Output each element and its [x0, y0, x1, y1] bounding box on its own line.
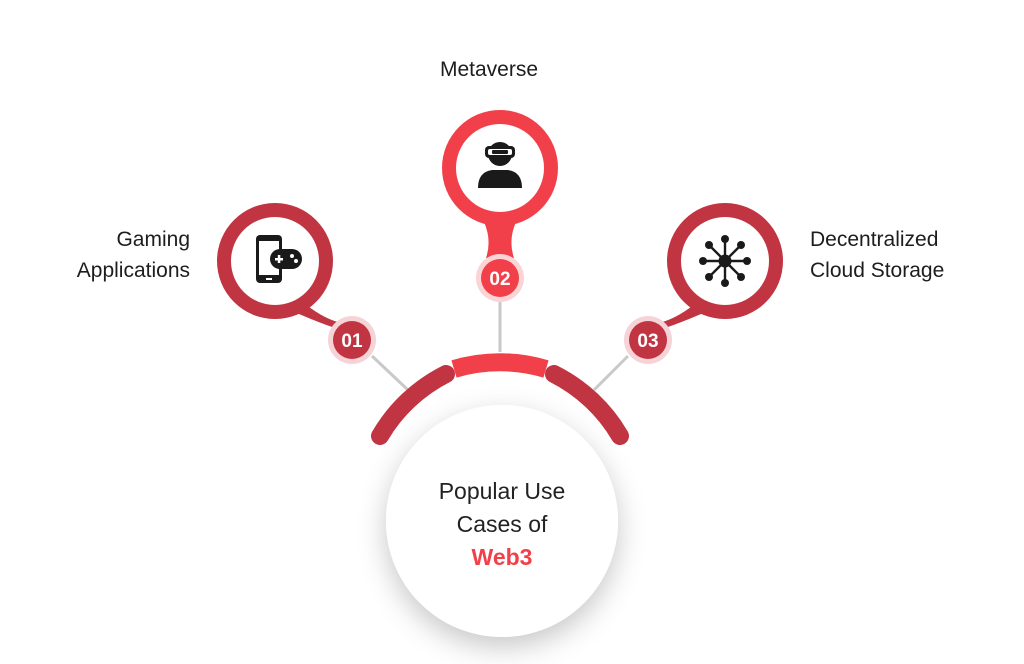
- node-02: 02: [442, 110, 558, 302]
- network-nodes-icon: [699, 235, 751, 287]
- label-line: Decentralized: [810, 228, 939, 251]
- node-02-inner: [456, 124, 544, 212]
- center-line-accent: Web3: [471, 543, 533, 570]
- badge-02-number: 02: [489, 269, 510, 290]
- node-02-tail: [484, 222, 516, 258]
- arc-segment-center: [451, 353, 549, 378]
- label-gaming-applications: Gaming Applications: [77, 224, 190, 286]
- badge-01: [333, 321, 371, 359]
- arc-segment-left: [371, 365, 455, 445]
- badge-01-number: 01: [341, 331, 363, 352]
- badge-03: [629, 321, 667, 359]
- center-circle: [386, 405, 618, 637]
- badge-03-number: 03: [637, 331, 658, 352]
- segmented-arc: [371, 353, 629, 445]
- node-03: 03: [624, 203, 783, 364]
- arc-segment-right: [545, 365, 629, 445]
- center-line-1: Popular Use: [438, 477, 566, 504]
- mobile-gamepad-icon: [256, 235, 302, 283]
- label-line: Metaverse: [440, 58, 539, 81]
- label-line: Cloud Storage: [810, 259, 945, 282]
- label-decentralized-cloud-storage: Decentralized Cloud Storage: [810, 224, 944, 286]
- center-line-2: Cases of: [456, 510, 548, 537]
- node-01: 01: [217, 203, 376, 364]
- label-line: Applications: [76, 259, 190, 282]
- vr-headset-person-icon: [478, 142, 522, 188]
- label-metaverse: Metaverse: [440, 54, 538, 85]
- connector-01: [370, 354, 410, 392]
- badge-02: [481, 259, 519, 297]
- connector-03: [592, 354, 630, 392]
- label-line: Gaming: [116, 228, 190, 251]
- center-title: Popular Use Cases of Web3: [387, 444, 617, 604]
